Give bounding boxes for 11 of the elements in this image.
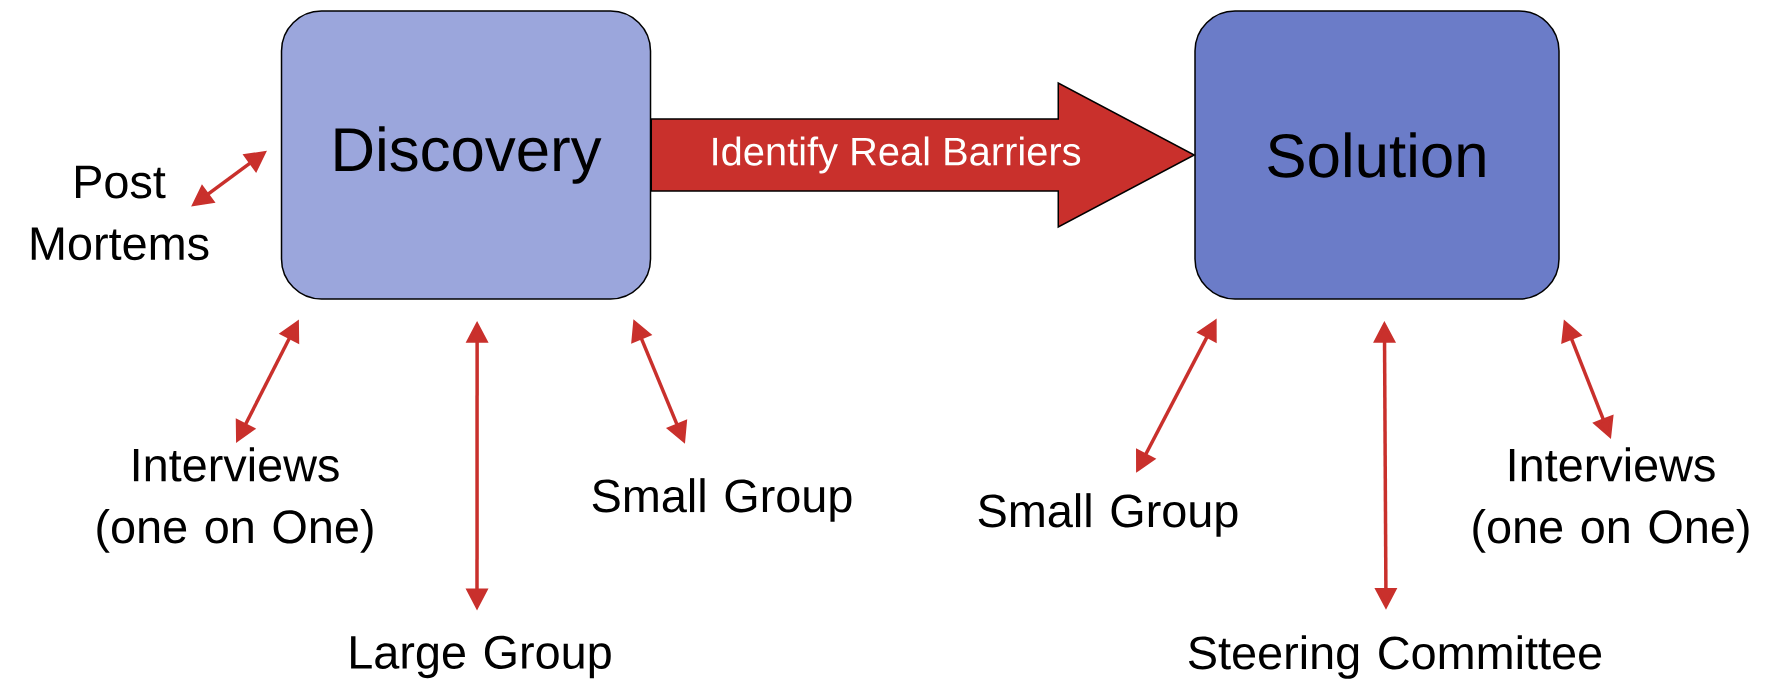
text-label: Interviews (one on One) [97, 447, 373, 553]
text-label: Steering Committee [1188, 635, 1602, 679]
text-label: Small Group [592, 478, 852, 522]
text-label: Post Mortems [31, 165, 209, 261]
text-label: Large Group [351, 635, 611, 679]
edge-label: Identify Real Barriers [713, 136, 1081, 174]
block-arrow [650, 81, 1196, 229]
process-box: Discovery [280, 10, 652, 300]
process-box: Solution [1194, 10, 1560, 300]
text-label: Interviews (one on One) [1473, 447, 1749, 553]
text-label: Small Group [978, 493, 1238, 537]
